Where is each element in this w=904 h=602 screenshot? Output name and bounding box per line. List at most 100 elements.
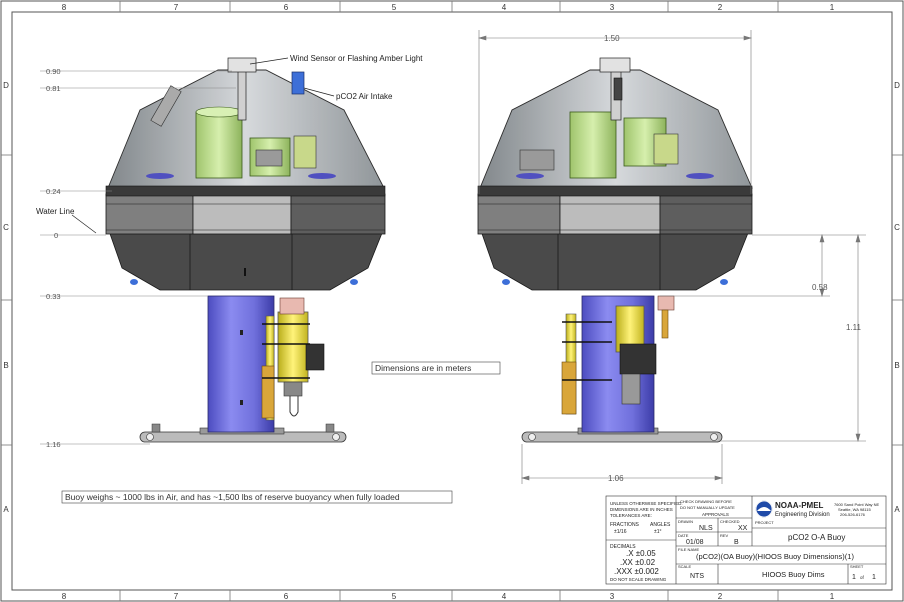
- dim-label: 0: [54, 231, 58, 240]
- sheet-of: of: [860, 575, 865, 580]
- row-label-right: A: [894, 505, 900, 514]
- changes-note: DO NOT MANUALLY UPDATE: [680, 505, 735, 510]
- sheet-total: 1: [872, 574, 876, 581]
- angles-label: ANGLES: [650, 522, 671, 528]
- scale-value: NTS: [690, 573, 704, 580]
- dim-label: 0.33: [46, 292, 61, 301]
- col-label-top: 3: [610, 3, 615, 12]
- col-label-bottom: 1: [830, 592, 835, 601]
- approvals-block: CHECK DRAWING BEFORE DO NOT MANUALLY UPD…: [678, 499, 748, 580]
- dim-label: 1.16: [46, 440, 61, 449]
- decimal-tolerance: .XXX ±0.002: [614, 567, 659, 576]
- col-label-top: 6: [284, 3, 289, 12]
- decimal-tolerance: .XX ±0.02: [620, 558, 656, 567]
- dim-label: 0.58: [812, 283, 828, 292]
- noaa-logo: [755, 500, 773, 518]
- buoy-view-left: [105, 57, 386, 443]
- dim-label: 0.90: [46, 67, 61, 76]
- right-dimension-lines: [477, 30, 866, 484]
- callout-wind-sensor: Wind Sensor or Flashing Amber Light: [290, 54, 423, 63]
- col-label-bottom: 6: [284, 592, 289, 601]
- col-label-bottom: 8: [62, 592, 67, 601]
- col-label-bottom: 5: [392, 592, 397, 601]
- title-block: [605, 495, 887, 585]
- changes-note: CHECK DRAWING BEFORE: [680, 499, 732, 504]
- file-label: FILE NAME: [678, 547, 699, 552]
- col-label-bottom: 3: [610, 592, 615, 601]
- approvals-label: APPROVALS: [702, 512, 729, 517]
- drawn-label: DRAWN: [678, 519, 693, 524]
- org-block: NOAA-PMEL Engineering Division 7600 Sand…: [678, 501, 880, 581]
- rev-label: REV: [720, 533, 729, 538]
- callout-water-line: Water Line: [36, 207, 75, 216]
- col-label-top: 4: [502, 3, 507, 12]
- hull-float: [105, 193, 386, 291]
- do-not-scale: DO NOT SCALE DRAWING: [610, 577, 667, 582]
- instrument-dome: [105, 57, 386, 197]
- tolerance-block: UNLESS OTHERWISE SPECIFIED: DIMENSIONS A…: [610, 501, 683, 582]
- right-dimension-labels: 1.50 0.58 1.11 1.06: [604, 34, 862, 483]
- callouts: Wind Sensor or Flashing Amber Light pCO2…: [36, 54, 423, 234]
- callout-pco2-intake: pCO2 Air Intake: [336, 92, 393, 101]
- date-label: DATE: [678, 533, 689, 538]
- decimal-tolerance: .X ±0.05: [626, 549, 656, 558]
- col-label-top: 8: [62, 3, 67, 12]
- tolerance-line: UNLESS OTHERWISE SPECIFIED:: [610, 501, 683, 506]
- buoyancy-note: Buoy weighs ~ 1000 lbs in Air, and has ~…: [61, 490, 453, 504]
- sheet-label: SHEET: [850, 564, 864, 569]
- instrument-dome: [477, 57, 753, 197]
- file-name: (pCO2)(OA Buoy)(HIOOS Buoy Dimensions)(1…: [696, 552, 854, 561]
- checked-label: CHECKED: [720, 519, 740, 524]
- row-label-left: B: [3, 361, 8, 370]
- dim-label: 1.11: [846, 323, 862, 332]
- buoy-view-right: [477, 57, 753, 443]
- row-label-left: D: [3, 81, 9, 90]
- row-label-right: C: [894, 223, 900, 232]
- scale-label: SCALE: [678, 564, 691, 569]
- units-note-text: Dimensions are in meters: [375, 363, 471, 373]
- project-title: pCO2 O-A Buoy: [788, 533, 845, 542]
- fractions-value: ±1/16: [614, 529, 627, 535]
- col-label-bottom: 4: [502, 592, 507, 601]
- project-label: PROJECT: [755, 520, 774, 525]
- dim-label: 1.50: [604, 34, 620, 43]
- row-label-left: C: [3, 223, 9, 232]
- dim-label: 0.81: [46, 84, 61, 93]
- drawn-value: NLS: [699, 525, 713, 532]
- col-label-top: 5: [392, 3, 397, 12]
- col-label-bottom: 2: [718, 592, 723, 601]
- fractions-label: FRACTIONS: [610, 522, 640, 528]
- org-division: Engineering Division: [775, 512, 830, 518]
- sheet-number: 1: [852, 574, 856, 581]
- org-name: NOAA-PMEL: [775, 501, 824, 510]
- org-address: Seattle, WA 98115: [838, 507, 871, 512]
- row-label-right: B: [894, 361, 899, 370]
- org-address: 7600 Sand Point Way NE: [834, 502, 880, 507]
- dim-label: 1.06: [608, 474, 624, 483]
- col-label-top: 1: [830, 3, 835, 12]
- col-label-bottom: 7: [174, 592, 179, 601]
- tolerance-line: TOLERANCES ARE:: [610, 513, 652, 518]
- units-note: Dimensions are in meters: [371, 361, 501, 375]
- rev-value: B: [734, 539, 739, 546]
- checked-value: XX: [738, 525, 748, 532]
- dim-label: 0.24: [46, 187, 61, 196]
- decimals-label: DECIMALS: [610, 544, 636, 550]
- col-label-top: 7: [174, 3, 179, 12]
- sensor-package: [261, 297, 325, 421]
- angles-value: ±1°: [654, 529, 662, 535]
- left-dimension-labels: 0.90 0.81 0.24 0 0.33 1.16: [46, 67, 61, 449]
- sensor-package: [561, 295, 675, 415]
- buoyancy-note-text: Buoy weighs ~ 1000 lbs in Air, and has ~…: [65, 492, 400, 502]
- tolerance-line: DIMENSIONS ARE IN INCHES: [610, 507, 673, 512]
- drawing-title: HIOOS Buoy Dims: [762, 570, 825, 579]
- col-label-top: 2: [718, 3, 723, 12]
- left-dimension-lines: [40, 70, 236, 445]
- hull-float: [477, 193, 753, 291]
- org-address: 206-526-6176: [840, 512, 866, 517]
- date-value: 01/08: [686, 539, 704, 546]
- row-label-left: A: [3, 505, 9, 514]
- row-label-right: D: [894, 81, 900, 90]
